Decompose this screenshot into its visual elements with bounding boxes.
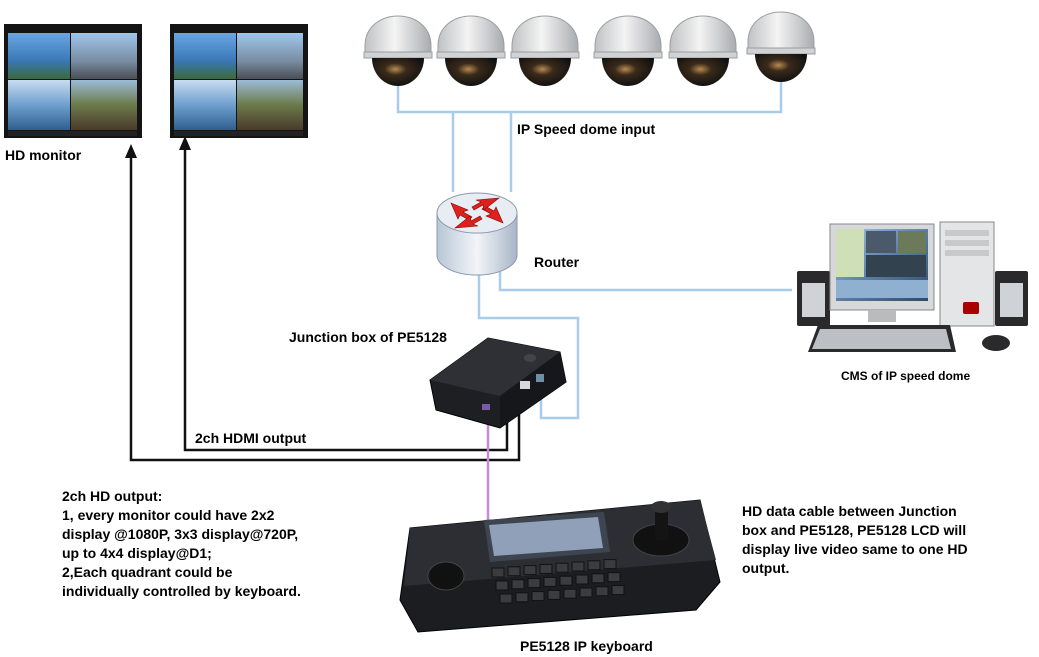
key-icon xyxy=(579,587,593,598)
dome-camera-icon xyxy=(668,15,738,86)
key-icon xyxy=(531,591,545,602)
key-icon xyxy=(563,588,577,599)
key-icon xyxy=(543,576,557,587)
key-icon xyxy=(591,573,605,584)
key-icon xyxy=(495,580,509,591)
dome-camera-icon xyxy=(363,15,433,86)
network-lines xyxy=(396,82,792,420)
key-icon xyxy=(611,585,625,596)
hd-cable-note: HD data cable between Junction box and P… xyxy=(742,502,968,578)
key-icon xyxy=(575,574,589,585)
key-icon xyxy=(603,559,617,570)
key-icon xyxy=(527,578,541,589)
note-line: HD data cable between Junction xyxy=(742,503,957,519)
dome-camera-icon xyxy=(593,15,663,86)
key-icon xyxy=(587,560,601,571)
key-icon xyxy=(499,593,513,604)
hd-monitor-label: HD monitor xyxy=(5,147,82,163)
dome-camera-icon xyxy=(510,15,580,86)
note-line: up to 4x4 display@D1; xyxy=(62,545,212,561)
key-icon xyxy=(559,575,573,586)
dome-camera-icon xyxy=(746,11,816,82)
monitor-icon xyxy=(4,24,142,138)
router-label: Router xyxy=(534,254,580,270)
note-line: 2ch HD output: xyxy=(62,488,163,504)
monitor-icon xyxy=(170,24,308,138)
key-icon xyxy=(507,566,521,577)
key-icon xyxy=(555,562,569,573)
key-icon xyxy=(607,572,621,583)
dome-camera-icon xyxy=(436,15,506,86)
note-line: 1, every monitor could have 2x2 xyxy=(62,507,275,523)
key-icon xyxy=(539,563,553,574)
key-icon xyxy=(547,589,561,600)
router-icon xyxy=(436,192,518,276)
key-icon xyxy=(515,592,529,603)
key-icon xyxy=(595,586,609,597)
pc-workstation-icon xyxy=(797,221,1028,352)
dome-cameras xyxy=(363,11,816,86)
junction-box-label: Junction box of PE5128 xyxy=(289,329,447,345)
junction-box-icon xyxy=(429,337,567,429)
key-icon xyxy=(491,567,505,578)
keyboard-label: PE5128 IP keyboard xyxy=(520,638,653,654)
key-icon xyxy=(571,561,585,572)
ip-speed-dome-input-label: IP Speed dome input xyxy=(517,121,656,137)
note-line: output. xyxy=(742,560,790,576)
cms-label: CMS of IP speed dome xyxy=(841,369,971,383)
note-line: 2,Each quadrant could be xyxy=(62,564,233,580)
hdmi-lines xyxy=(125,136,521,462)
key-icon xyxy=(523,565,537,576)
note-line: display live video same to one HD xyxy=(742,541,968,557)
note-line: box and PE5128, PE5128 LCD will xyxy=(742,522,967,538)
hdmi-output-label: 2ch HDMI output xyxy=(195,430,307,446)
keyboard-controller-icon xyxy=(399,499,721,633)
note-line: display @1080P, 3x3 display@720P, xyxy=(62,526,299,542)
hd-output-note: 2ch HD output: 1, every monitor could ha… xyxy=(62,487,301,601)
key-icon xyxy=(511,579,525,590)
note-line: individually controlled by keyboard. xyxy=(62,583,301,599)
